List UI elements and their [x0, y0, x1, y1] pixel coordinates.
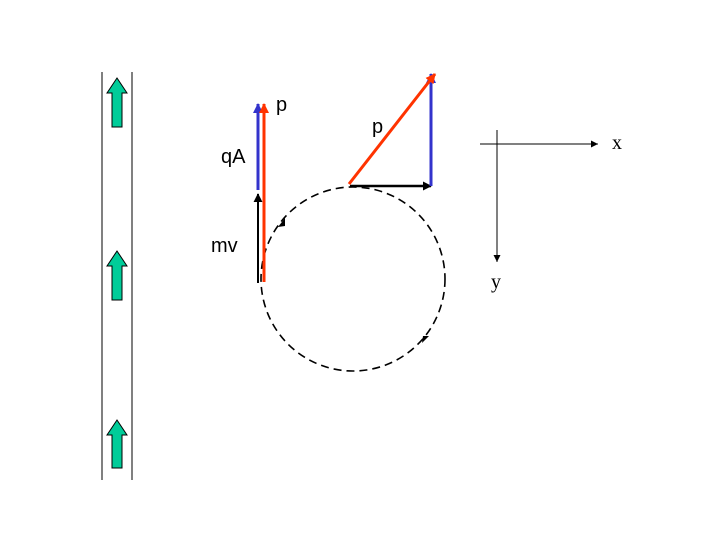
orbit-circle	[260, 186, 446, 372]
field-arrow-icon	[106, 77, 128, 128]
label-axis-y: y	[491, 271, 501, 293]
label-mv: mv	[211, 235, 238, 257]
label-qA: qA	[221, 146, 246, 168]
label-p-right: p	[372, 116, 383, 138]
field-arrow-icon	[106, 250, 128, 301]
label-p-left: p	[276, 94, 287, 116]
orbit-direction-icon	[422, 336, 429, 343]
field-arrow-icon	[106, 419, 128, 469]
orbit-direction-icon	[278, 218, 285, 227]
label-axis-x: x	[612, 132, 622, 154]
p-vector-right	[347, 73, 437, 185]
